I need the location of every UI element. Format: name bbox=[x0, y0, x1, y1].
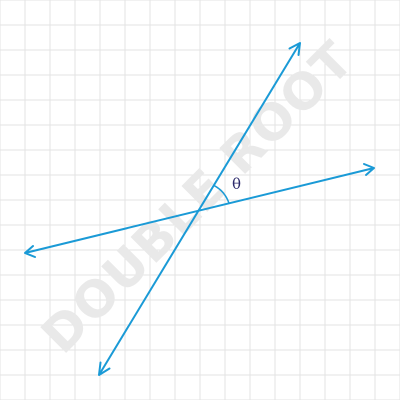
steep-line bbox=[98, 42, 301, 376]
shallow-line-right-arrowhead bbox=[363, 163, 375, 176]
steep-line-top-arrowhead bbox=[288, 42, 301, 56]
steep-line-bottom-arrowhead bbox=[98, 361, 111, 376]
watermark-text: DOUBLE ROOT bbox=[30, 30, 364, 364]
angle-theta-label: θ bbox=[232, 175, 241, 193]
shallow-line bbox=[24, 167, 375, 254]
angle-arc bbox=[213, 184, 230, 204]
shallow-line-left-arrowhead bbox=[24, 245, 36, 258]
